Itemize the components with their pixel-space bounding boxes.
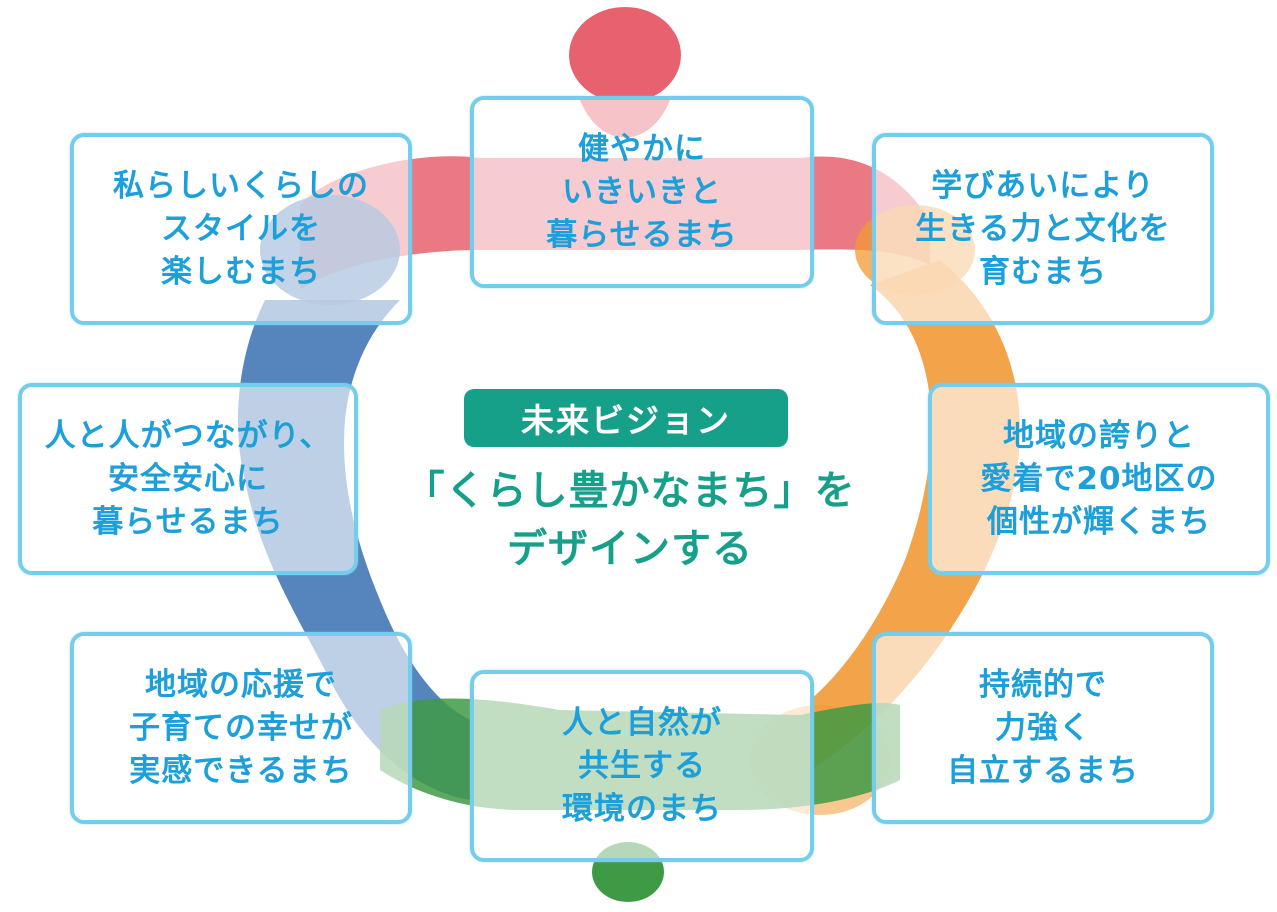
goal-box-top-left: 私らしいくらしの スタイルを 楽しむまち — [70, 133, 412, 325]
vision-badge: 未来ビジョン — [464, 389, 788, 447]
goal-box-bottom-right: 持続的で 力強く 自立するまち — [872, 632, 1214, 824]
goal-box-bottom: 人と自然が 共生する 環境のまち — [470, 670, 814, 862]
goal-box-left: 人と人がつながり、 安全安心に 暮らせるまち — [18, 383, 358, 575]
goal-box-top-right: 学びあいにより 生きる力と文化を 育むまち — [872, 133, 1214, 325]
goal-box-bottom-left: 地域の応援で 子育ての幸せが 実感できるまち — [70, 632, 412, 824]
goal-box-right: 地域の誇りと 愛着で20地区の 個性が輝くまち — [928, 383, 1270, 575]
vision-statement: 「くらし豊かなまち」を デザインする — [404, 468, 856, 572]
goal-box-top: 健やかに いきいきと 暮らせるまち — [470, 96, 814, 288]
